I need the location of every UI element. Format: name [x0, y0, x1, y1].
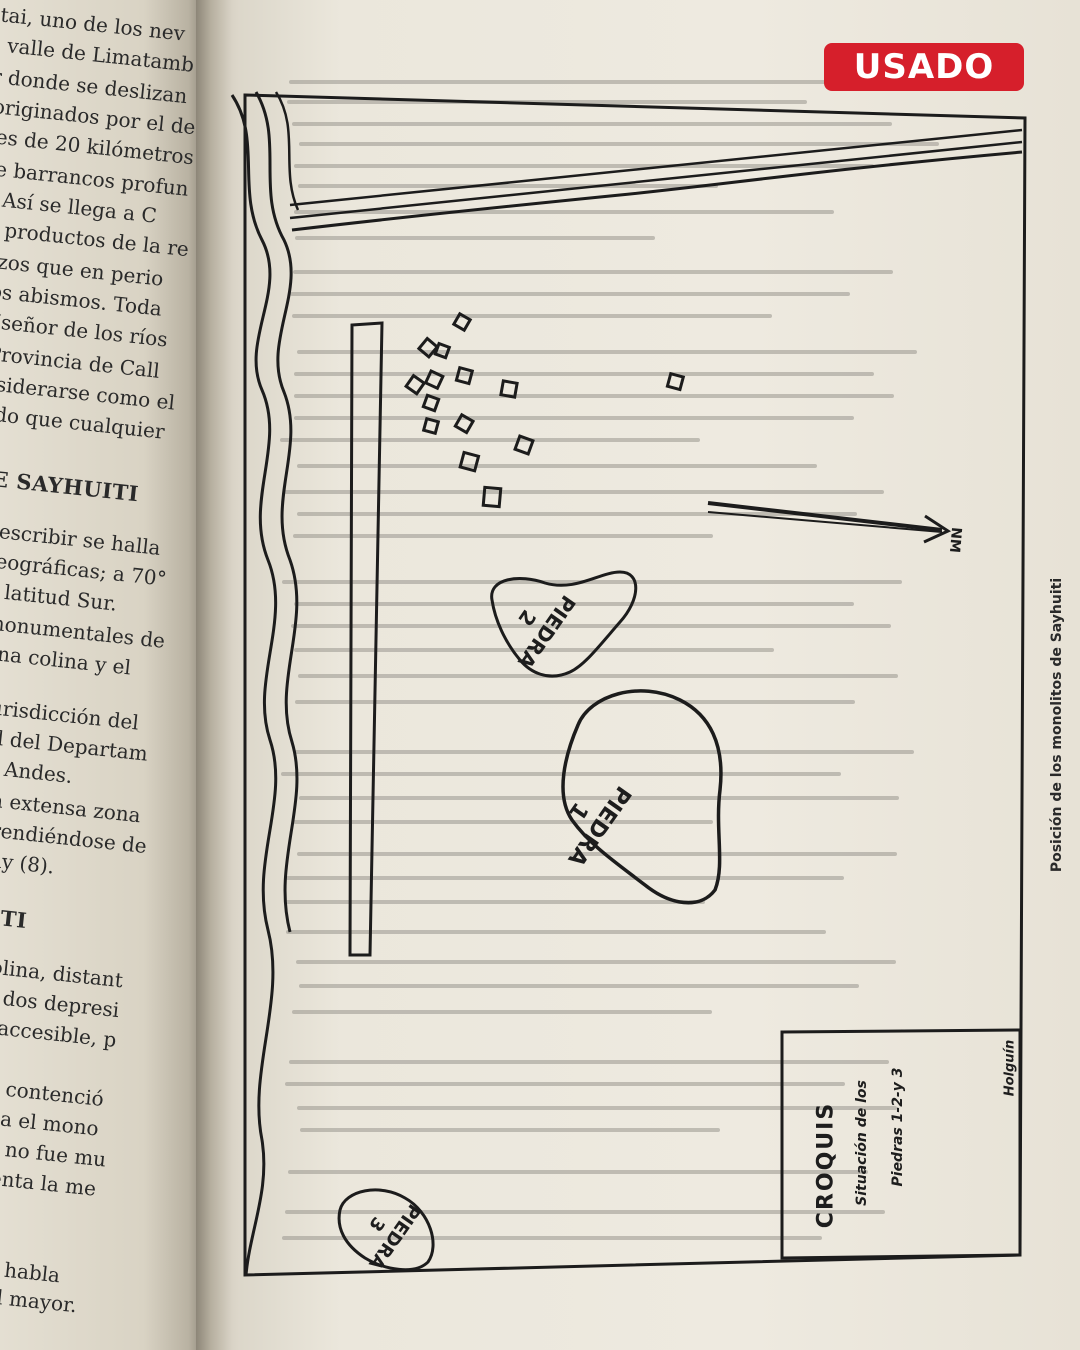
croquis-line-1: Situación de los	[854, 1080, 870, 1206]
square	[515, 436, 533, 454]
square	[454, 314, 470, 330]
croquis-title: CROQUIS	[814, 1102, 839, 1228]
square	[406, 376, 424, 394]
road-line-1	[290, 130, 1022, 205]
map-frame	[245, 95, 1025, 1275]
square	[426, 371, 443, 388]
square	[501, 381, 517, 397]
square	[423, 395, 438, 410]
square	[667, 374, 683, 390]
north-arrow	[708, 503, 948, 542]
used-badge: USADO	[824, 43, 1024, 91]
square	[455, 415, 473, 433]
wall-rectangle	[350, 323, 382, 955]
small-squares	[406, 314, 683, 507]
signature: Holguín	[1003, 1040, 1018, 1097]
square	[424, 419, 439, 434]
north-label: NM	[946, 527, 964, 554]
square	[456, 368, 472, 384]
square	[435, 344, 449, 358]
square	[460, 452, 478, 470]
square	[483, 487, 501, 506]
river-line-1	[232, 95, 276, 1275]
map-side-caption: Posición de los monolitos de Sayhuiti	[1049, 545, 1065, 905]
croquis-line-2: Piedras 1-2-y 3	[890, 1068, 906, 1187]
road-line-3	[292, 152, 1022, 230]
river-line-3	[276, 92, 298, 210]
road-line-2	[290, 142, 1022, 218]
